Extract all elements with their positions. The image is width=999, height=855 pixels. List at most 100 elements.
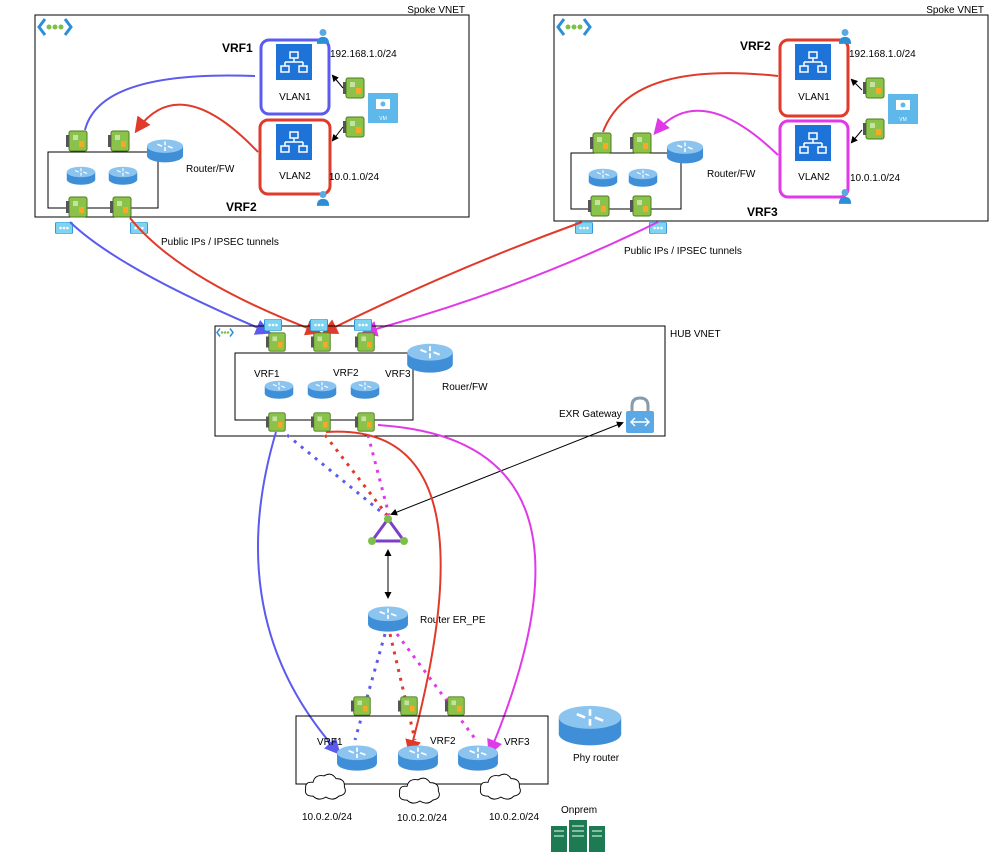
nic-icon	[630, 195, 652, 217]
nic-icon	[863, 77, 885, 99]
er-to-exr-link	[390, 421, 624, 516]
spoke-right-router-box	[570, 152, 682, 210]
er-pe-label: Router ER_PE	[420, 615, 486, 626]
phy-router-label: Phy router	[573, 753, 620, 764]
public-ip-icon	[649, 222, 667, 234]
nic-icon	[351, 696, 371, 716]
router-icon	[264, 380, 294, 400]
expressroute-circuit-icon	[368, 515, 408, 545]
spoke-vnet-right: Spoke VNET VRF2 VRF3 VLAN1 VLAN2 192.168…	[553, 5, 989, 257]
vrf1-tunnel	[69, 221, 272, 335]
exr-gateway-label: EXR Gateway	[559, 409, 622, 420]
onprem-cloud1-label: 10.0.2.0/24	[302, 812, 352, 823]
router-icon	[336, 744, 378, 772]
vrf1-dotted	[286, 433, 386, 517]
router-icon	[397, 744, 439, 772]
nic-icon	[311, 412, 331, 432]
vlan-icon	[276, 44, 312, 80]
nic-icon	[355, 332, 375, 352]
onprem-label: Onprem	[561, 805, 597, 816]
vrf2-dotted	[388, 633, 417, 741]
spoke-right-vrf-top-label: VRF2	[740, 39, 771, 53]
vnet-icon	[37, 17, 73, 37]
onprem-vrf3-label: VRF3	[504, 737, 530, 748]
cloud-icon	[479, 773, 521, 800]
vrf1-dotted	[353, 633, 387, 741]
router-icon	[367, 605, 409, 633]
hub-vrf2-label: VRF2	[333, 368, 359, 379]
vrf3-tunnel	[361, 221, 659, 337]
spoke-right-title: Spoke VNET	[926, 5, 984, 16]
spoke-left-border	[34, 14, 470, 218]
hub-title: HUB VNET	[670, 329, 721, 340]
spoke-left-title: Spoke VNET	[407, 5, 465, 16]
vlan-icon	[795, 44, 831, 80]
spoke-left-tunnels-label: Public IPs / IPSEC tunnels	[161, 237, 279, 248]
vm-icon: VM	[368, 93, 398, 123]
cloud-icon	[398, 777, 440, 804]
spoke-left-subnet2: 10.0.1.0/24	[329, 172, 379, 183]
vrf3-link	[653, 109, 779, 156]
user-icon	[838, 29, 852, 44]
nic-icon	[266, 332, 286, 352]
nic-link	[331, 74, 344, 89]
nic-icon	[66, 130, 88, 152]
vnet-icon	[556, 17, 592, 37]
vm-label: VM	[379, 116, 387, 122]
nic-icon	[343, 116, 365, 138]
public-ip-icon	[55, 222, 73, 234]
spoke-right-tunnels-label: Public IPs / IPSEC tunnels	[624, 246, 742, 257]
user-icon	[316, 29, 330, 44]
router-icon	[66, 166, 96, 186]
nic-icon	[630, 132, 652, 154]
onprem-cloud2-label: 10.0.2.0/24	[397, 813, 447, 824]
nic-icon	[110, 196, 132, 218]
spoke-right-subnet1: 192.168.1.0/24	[849, 49, 916, 60]
vrf3-dotted	[395, 633, 478, 741]
vrf2-link	[134, 103, 259, 153]
nic-icon	[343, 77, 365, 99]
router-icon	[666, 139, 704, 165]
router-icon	[307, 380, 337, 400]
vrf2-tunnel-right	[321, 221, 583, 334]
router-icon	[350, 380, 380, 400]
hub-vnet: HUB VNET Rouer/FW VRF1 VRF2 VRF3 EXR Gat…	[214, 319, 721, 437]
router-icon	[557, 704, 623, 747]
public-ip-icon	[354, 319, 372, 331]
nic-link	[850, 78, 863, 91]
spoke-right-vrf-bottom-label: VRF3	[747, 205, 778, 219]
nic-link	[850, 129, 863, 144]
vrf1-hub-onprem	[256, 431, 341, 755]
spoke-left-router-label: Router/FW	[186, 164, 235, 175]
onprem-vrf2-label: VRF2	[430, 736, 456, 747]
vlan-icon	[795, 125, 831, 161]
vrf2-link	[602, 72, 779, 133]
hub-vrf1-label: VRF1	[254, 369, 280, 380]
vrf2-dotted	[323, 434, 389, 516]
spoke-left-subnet1: 192.168.1.0/24	[330, 49, 397, 60]
spoke-right-border	[553, 14, 989, 222]
vnet-icon	[216, 327, 234, 338]
vm-icon: VM	[888, 94, 918, 124]
public-ip-icon	[264, 319, 282, 331]
vrf3-hub-onprem	[377, 424, 537, 756]
cloud-icon	[304, 773, 346, 800]
vrf2-tunnel-left	[129, 217, 322, 336]
vrf2-hub-onprem	[325, 430, 442, 756]
onprem-vrf1-label: VRF1	[317, 737, 343, 748]
hub-router-label: Rouer/FW	[442, 382, 488, 393]
router-icon	[457, 744, 499, 772]
router-icon	[628, 168, 658, 188]
nic-icon	[66, 196, 88, 218]
spoke-left-router-box	[47, 151, 159, 209]
nic-icon	[863, 118, 885, 140]
nic-link	[331, 126, 344, 142]
router-icon	[406, 342, 454, 374]
spoke-right-router-label: Router/FW	[707, 169, 756, 180]
vrf1-link	[84, 74, 256, 131]
onprem-cloud3-label: 10.0.2.0/24	[489, 812, 539, 823]
nic-icon	[108, 130, 130, 152]
spoke-right-vlan1-label: VLAN1	[798, 92, 830, 103]
nic-icon	[398, 696, 418, 716]
lock-icon	[626, 396, 654, 433]
